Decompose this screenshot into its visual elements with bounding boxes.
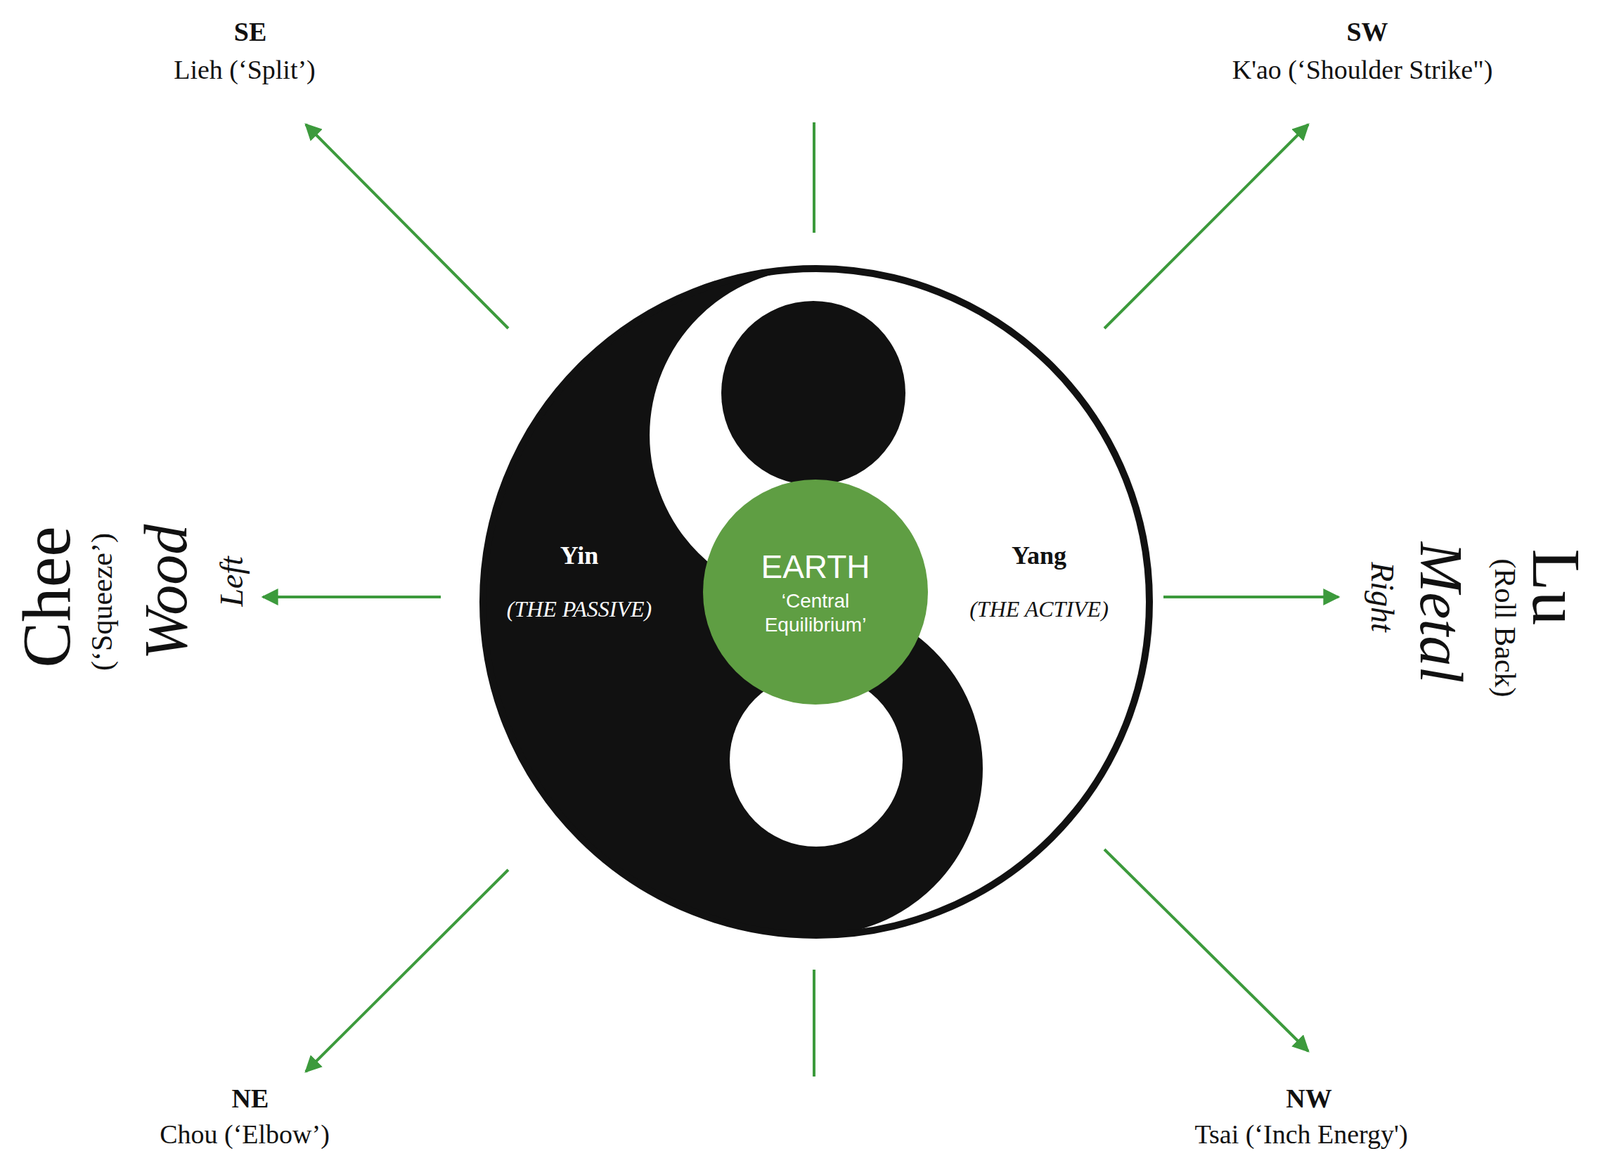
earth-heading: EARTH <box>760 547 870 587</box>
yin-dot <box>721 300 906 486</box>
direction-code: SW <box>1346 16 1388 48</box>
direction-code: NW <box>1285 1083 1332 1115</box>
technique-name: K'ao (‘Shoulder Strike") <box>1232 54 1494 86</box>
technique-gloss: (‘Squeeze’) <box>87 532 117 671</box>
label-holder: Right <box>1365 561 1399 632</box>
yang-half <box>482 268 1150 935</box>
yin-note: (THE PASSIVE) <box>506 596 652 622</box>
label-holder: Metal <box>1410 542 1472 684</box>
technique-name: Chee <box>11 525 81 668</box>
technique-name: Chou (‘Elbow’) <box>159 1119 330 1151</box>
yin-heading: Yin <box>560 541 599 570</box>
text-holder: Yang <box>1011 541 1067 571</box>
side-name: Right <box>1365 561 1399 632</box>
yang-heading: Yang <box>1011 541 1067 570</box>
side-name: Left <box>215 556 249 607</box>
axis-line <box>812 122 816 233</box>
label-holder: SW <box>1346 16 1388 48</box>
label-holder: Wood <box>135 524 197 661</box>
label-holder: (Roll Back) <box>1490 558 1520 697</box>
technique-gloss: (Roll Back) <box>1490 558 1520 697</box>
element-name: Wood <box>135 524 197 661</box>
element-name: Metal <box>1410 542 1472 684</box>
earth-fill <box>702 479 928 705</box>
direction-arrow <box>1163 595 1339 599</box>
direction-arrow <box>262 595 441 599</box>
technique-name: Lu <box>1521 549 1591 626</box>
text-holder: (THE PASSIVE) <box>506 596 652 623</box>
label-holder: Chee <box>11 525 81 668</box>
label-holder: Lu <box>1521 549 1591 626</box>
direction-arrow <box>305 869 509 1072</box>
text-holder: Yin <box>560 541 599 571</box>
label-holder: NE <box>231 1083 270 1115</box>
direction-arrow <box>1104 849 1309 1051</box>
text-holder: (THE ACTIVE) <box>969 596 1109 623</box>
label-holder: Tsai (‘Inch Energy') <box>1194 1119 1408 1151</box>
yang-note: (THE ACTIVE) <box>969 596 1109 622</box>
direction-arrow <box>1104 124 1309 329</box>
earth-note: ‘Central Equilibrium’ <box>752 589 879 637</box>
label-holder: K'ao (‘Shoulder Strike") <box>1232 54 1494 86</box>
label-holder: NW <box>1285 1083 1332 1115</box>
label-holder: Left <box>215 556 249 607</box>
yin-half <box>482 268 983 935</box>
label-holder: Lieh (‘Split’) <box>173 54 316 86</box>
label-holder: Chou (‘Elbow’) <box>159 1119 330 1151</box>
label-holder: (‘Squeeze’) <box>87 532 117 671</box>
earth-text-column: EARTH‘Central Equilibrium’ <box>702 479 928 705</box>
circle-outline <box>482 268 1150 935</box>
yin-yang-circle: Yin (THE PASSIVE) Yang (THE ACTIVE) EARTH‘Ce… <box>478 264 1154 940</box>
label-holder: SE <box>234 16 267 48</box>
direction-code: SE <box>234 16 267 48</box>
direction-arrow <box>305 124 509 329</box>
earth-circle: EARTH‘Central Equilibrium’ <box>702 479 928 705</box>
direction-code: NE <box>231 1083 270 1115</box>
technique-name: Tsai (‘Inch Energy') <box>1194 1119 1408 1151</box>
technique-name: Lieh (‘Split’) <box>173 54 316 86</box>
axis-line <box>812 969 816 1077</box>
